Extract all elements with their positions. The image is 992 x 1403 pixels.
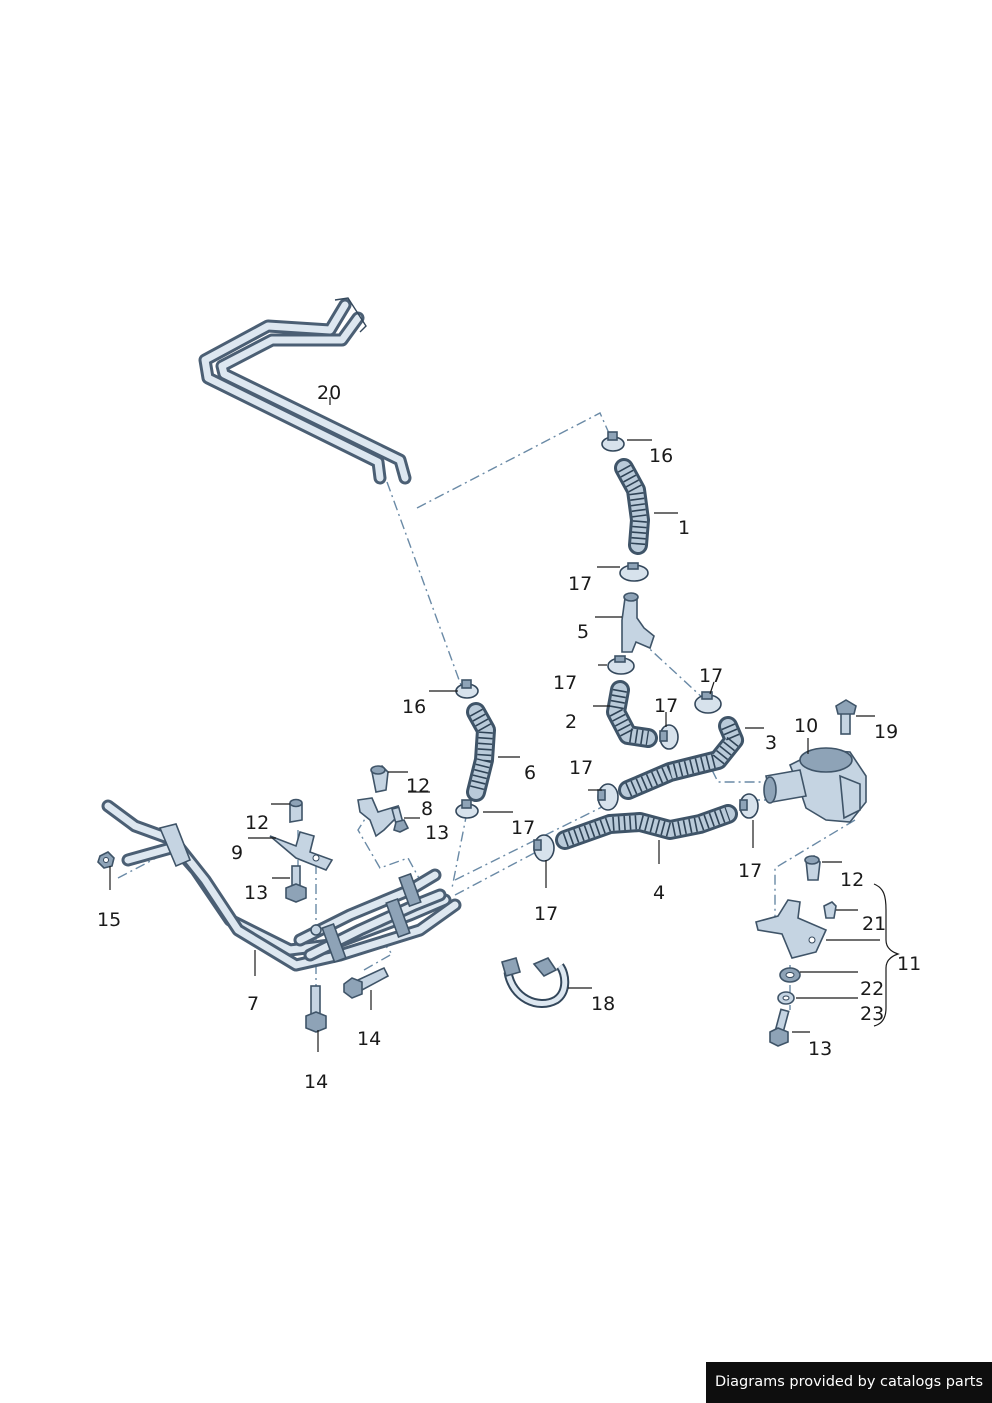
nut-12-upper (370, 764, 389, 793)
bolt-13-right (769, 1008, 790, 1047)
hose-1 (614, 458, 650, 555)
callout-10: 10 (794, 715, 818, 737)
clamp-17-5 (455, 799, 479, 819)
bracket-11 (755, 899, 828, 959)
callout-20: 20 (317, 382, 341, 404)
callout-17g: 17 (738, 860, 762, 882)
clamp-17-1 (619, 562, 649, 582)
callout-12c: 12 (840, 869, 864, 891)
callout-13c: 13 (808, 1038, 832, 1060)
clamp-17-8 (739, 793, 759, 819)
callout-17d: 17 (654, 695, 678, 717)
callout-23: 23 (860, 1003, 884, 1025)
callout-19: 19 (874, 721, 898, 743)
callout-7: 7 (247, 993, 259, 1015)
watermark-banner: Diagrams provided by catalogs parts (706, 1362, 992, 1403)
callout-1: 1 (678, 517, 690, 539)
hose-6 (466, 702, 496, 802)
nut-12-right (804, 855, 821, 881)
t-piece-5 (621, 592, 655, 653)
nut-15 (97, 851, 115, 869)
coolant-line-assembly-7 (101, 799, 462, 972)
clamp-18 (501, 957, 570, 1008)
bolt-14-vertical (305, 985, 327, 1033)
bolt-14-angled (343, 966, 390, 999)
bolt-19 (835, 699, 857, 735)
callout-17e: 17 (569, 757, 593, 779)
callout-6: 6 (524, 762, 536, 784)
callout-18: 18 (591, 993, 615, 1015)
coolant-pump-10 (763, 747, 867, 823)
group-brace-11 (873, 883, 900, 1027)
callout-17h: 17 (534, 903, 558, 925)
callout-15: 15 (97, 909, 121, 931)
callout-17a: 17 (568, 573, 592, 595)
callout-16a: 16 (649, 445, 673, 467)
clamp-17-4 (659, 724, 679, 750)
hose-3 (618, 716, 744, 800)
clamp-17-6 (597, 783, 619, 811)
clamp-17-3 (694, 691, 722, 714)
callout-14a: 14 (357, 1028, 381, 1050)
hose-4 (555, 804, 738, 850)
grommet-22 (779, 967, 801, 983)
fasteners (285, 699, 857, 1047)
callout-3: 3 (765, 732, 777, 754)
callout-12b: 12 (245, 812, 269, 834)
leader-lines (109, 397, 880, 1052)
cap-21 (823, 901, 837, 919)
bracket-8 (357, 797, 400, 838)
callout-21: 21 (862, 913, 886, 935)
callout-8: 8 (421, 798, 433, 820)
clamp-17-7 (533, 834, 555, 862)
clamp-16-upper (601, 431, 625, 452)
bolt-13-upper (391, 806, 410, 833)
washer-23 (777, 991, 795, 1005)
callout-11: 11 (897, 953, 921, 975)
callout-16b: 16 (402, 696, 426, 718)
callout-2: 2 (565, 711, 577, 733)
callout-4: 4 (653, 882, 665, 904)
callout-5: 5 (577, 621, 589, 643)
bracket-9 (269, 831, 334, 871)
callout-17f: 17 (511, 817, 535, 839)
clamp-17-2 (607, 655, 635, 675)
callout-17c: 17 (699, 665, 723, 687)
callout-13a: 13 (425, 822, 449, 844)
callout-labels: 1 2 3 4 5 6 7 8 9 10 11 12 12 12 13 13 1… (97, 382, 921, 1093)
coolant-pipe-20 (198, 297, 412, 485)
clamp-16-lower (455, 679, 479, 699)
callout-17b: 17 (553, 672, 577, 694)
callout-22: 22 (860, 978, 884, 1000)
hose-2 (606, 680, 658, 748)
callout-9: 9 (231, 842, 243, 864)
callout-12a: 12 (406, 775, 430, 797)
nut-12-left (289, 798, 303, 823)
hose-clamps (455, 431, 759, 862)
bolt-13-left (285, 865, 307, 903)
callout-13b: 13 (244, 882, 268, 904)
callout-14b: 14 (304, 1071, 328, 1093)
